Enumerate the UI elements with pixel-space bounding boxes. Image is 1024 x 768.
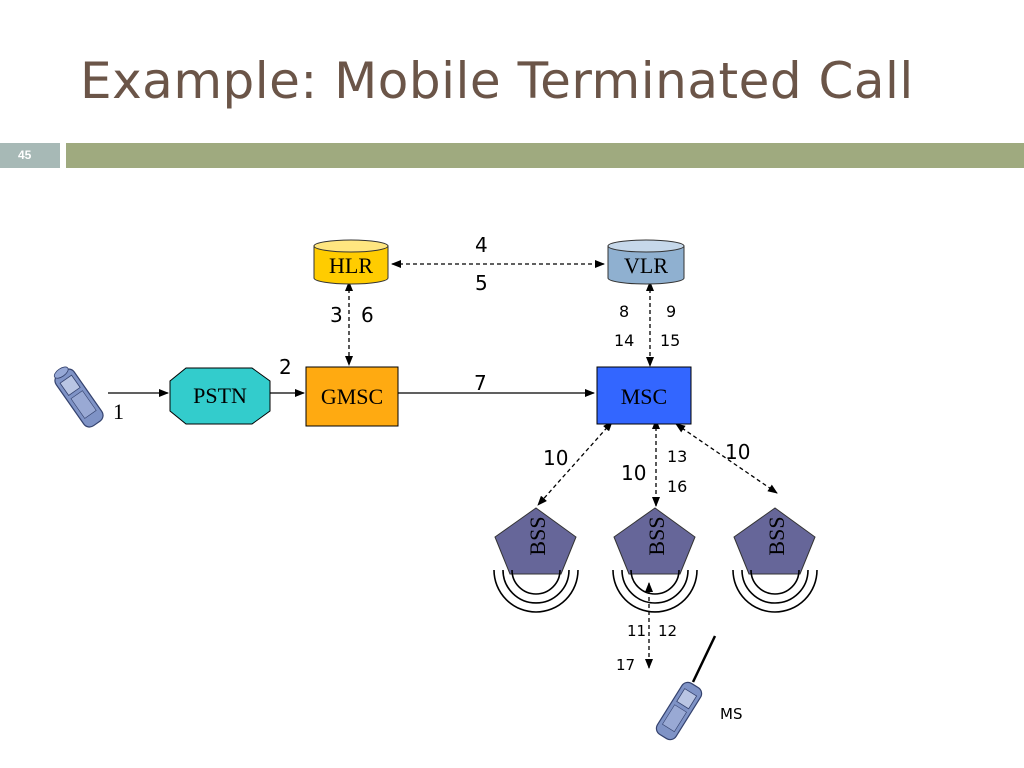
gmsc-node: GMSC	[305, 366, 399, 427]
bss-left-label: BSS	[525, 516, 550, 555]
step-9: 9	[666, 302, 676, 321]
step-16: 16	[667, 477, 687, 496]
link-msc-bss-left	[537, 421, 613, 506]
bss-right-label: BSS	[764, 516, 789, 555]
pstn-node: PSTN	[169, 367, 271, 425]
msc-node: MSC	[596, 366, 692, 425]
slide-title: Example: Mobile Terminated Call	[80, 52, 914, 110]
bss-left-signal-waves	[493, 569, 579, 613]
bss-left-node: BSS	[493, 507, 579, 613]
hlr-node: HLR	[313, 239, 389, 285]
bss-right-node: BSS	[732, 507, 818, 613]
step-5: 5	[475, 271, 488, 295]
gmsc-label: GMSC	[321, 384, 383, 409]
ms-label: MS	[720, 705, 742, 723]
msc-label: MSC	[621, 384, 667, 409]
slide-number-box	[0, 143, 60, 168]
bss-center-node: BSS	[612, 507, 698, 613]
step-7: 7	[474, 371, 487, 395]
step-10-left: 10	[543, 446, 568, 470]
step-8: 8	[619, 302, 629, 321]
step-1: 1	[113, 399, 124, 424]
step-3: 3	[330, 303, 343, 327]
vlr-label: VLR	[624, 253, 668, 278]
step-17: 17	[616, 656, 635, 674]
bss-center-label: BSS	[644, 516, 669, 555]
bss-right-signal-waves	[732, 569, 818, 613]
link-msc-bss-right	[675, 423, 778, 494]
step-13: 13	[667, 447, 687, 466]
bss-center-signal-waves	[612, 569, 698, 613]
step-12: 12	[658, 622, 677, 640]
slide-number: 45	[18, 148, 32, 162]
step-10-center: 10	[621, 461, 646, 485]
title-divider-bar	[66, 143, 1024, 168]
step-14: 14	[614, 331, 634, 350]
mobile-station-icon	[655, 635, 717, 741]
pstn-label: PSTN	[193, 383, 247, 408]
caller-phone-icon	[53, 366, 104, 428]
step-10-right: 10	[725, 440, 750, 464]
vlr-node: VLR	[607, 239, 685, 285]
step-11: 11	[627, 622, 646, 640]
step-labels: 1 2 3 6 4 5 7 8 9 14 15 10 10 10 13 16 1…	[113, 233, 750, 674]
hlr-label: HLR	[329, 253, 373, 278]
connections	[108, 260, 778, 669]
step-6: 6	[361, 303, 374, 327]
step-15: 15	[660, 331, 680, 350]
step-2: 2	[279, 355, 292, 379]
step-4: 4	[475, 233, 488, 257]
